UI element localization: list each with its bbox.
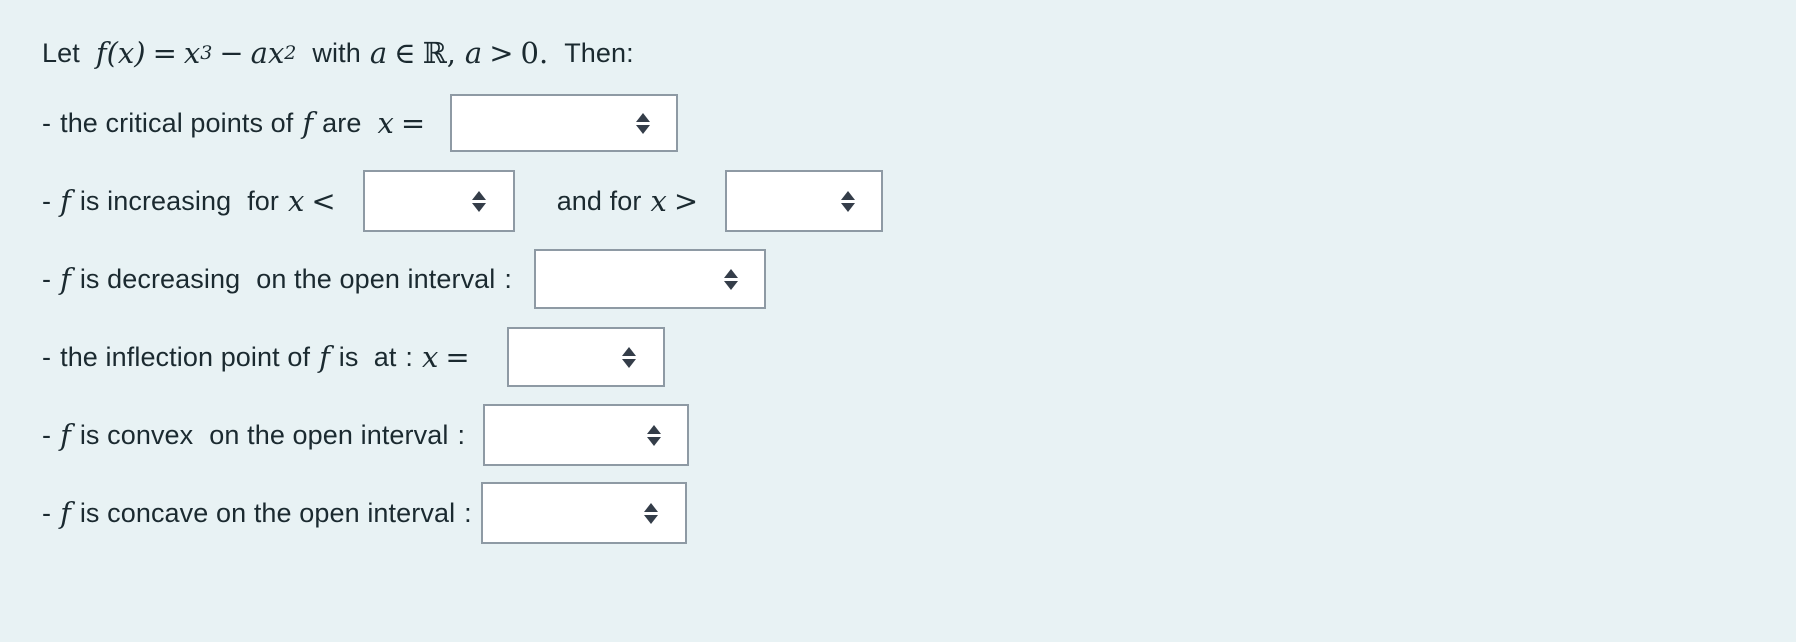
increasing-row: - f is increasing for x < and for x > <box>42 162 1796 240</box>
updown-arrows-icon[interactable] <box>472 188 487 214</box>
decreasing-interval-label: on the open interval <box>256 263 496 294</box>
inflection-point-is-at: is at <box>338 341 397 372</box>
arrow-down-icon <box>723 280 738 290</box>
updown-arrows-icon[interactable] <box>840 188 855 214</box>
bullet-dash: - <box>42 419 52 450</box>
arrow-up-icon <box>840 190 855 200</box>
inflection-point-label: the inflection point of <box>60 341 311 372</box>
statement-real-numbers: ℝ <box>422 35 447 70</box>
increasing-label: is increasing <box>79 185 232 216</box>
convex-interval-select[interactable] <box>483 404 690 466</box>
convex-colon: : <box>457 419 466 450</box>
updown-arrows-icon[interactable] <box>635 110 650 136</box>
statement-comma: , <box>446 35 456 70</box>
arrow-down-icon <box>646 436 661 446</box>
arrow-down-icon <box>644 514 659 524</box>
concave-f: f <box>60 495 71 530</box>
increasing-x-left: x <box>288 183 305 218</box>
critical-points-label: the critical points of <box>60 107 294 138</box>
increasing-and-for: and for <box>556 185 642 216</box>
arrow-up-icon <box>723 268 738 278</box>
inflection-point-x: x <box>422 339 439 374</box>
arrow-down-icon <box>622 358 637 368</box>
arrow-up-icon <box>644 502 659 512</box>
decreasing-interval-select[interactable] <box>534 249 767 309</box>
statement-function-name: f(x) <box>95 35 146 70</box>
statement-element-of: ∈ <box>394 35 416 70</box>
concave-interval-select[interactable] <box>480 482 687 544</box>
convex-f: f <box>60 417 71 452</box>
inflection-point-colon: : <box>405 341 414 372</box>
concave-colon: : <box>464 497 472 528</box>
statement-then: Then: <box>564 37 634 68</box>
decreasing-label: is decreasing <box>79 263 241 294</box>
decreasing-row: - f is decreasing on the open interval : <box>42 240 1796 318</box>
statement-let: Let <box>42 37 80 68</box>
statement-equals: = <box>152 35 177 70</box>
convex-label: is convex <box>79 419 194 450</box>
arrow-up-icon <box>622 346 637 356</box>
decreasing-f: f <box>60 261 71 296</box>
arrow-up-icon <box>646 424 661 434</box>
critical-points-select[interactable] <box>450 94 679 152</box>
arrow-up-icon <box>472 190 487 200</box>
statement-greater-than: > <box>489 35 514 70</box>
updown-arrows-icon[interactable] <box>646 422 661 448</box>
statement-x-squared-base: x <box>267 35 285 70</box>
bullet-dash: - <box>42 263 52 294</box>
increasing-greater-than: > <box>673 183 699 218</box>
updown-arrows-icon[interactable] <box>723 266 738 292</box>
critical-points-row: - the critical points of f are x = <box>42 84 1796 162</box>
inflection-point-row: - the inflection point of f is at : x = <box>42 318 1796 396</box>
inflection-point-equals: = <box>445 339 470 374</box>
statement-coefficient-a: a <box>250 35 268 70</box>
statement-zero: 0. <box>520 35 549 70</box>
statement-minus: − <box>219 35 244 70</box>
bullet-dash: - <box>42 341 52 372</box>
convex-interval-label: on the open interval <box>209 419 449 450</box>
statement-with: with <box>312 37 361 68</box>
critical-points-f: f <box>302 105 314 140</box>
inflection-point-f: f <box>319 339 330 374</box>
critical-points-x: x <box>377 105 394 140</box>
concave-row: - f is concave on the open interval : <box>42 474 1796 552</box>
updown-arrows-icon[interactable] <box>622 344 637 370</box>
increasing-upper-bound-select[interactable] <box>725 170 884 232</box>
decreasing-colon: : <box>504 263 513 294</box>
arrow-down-icon <box>635 124 650 134</box>
critical-points-are: are <box>322 107 362 138</box>
updown-arrows-icon[interactable] <box>644 500 659 526</box>
bullet-dash: - <box>42 107 52 138</box>
statement-x-cubed-base: x <box>183 35 201 70</box>
bullet-dash: - <box>42 497 52 528</box>
concave-label: is concave on the open interval <box>79 497 456 528</box>
arrow-down-icon <box>472 202 487 212</box>
bullet-dash: - <box>42 185 52 216</box>
statement-a-member: a <box>369 35 388 70</box>
increasing-f: f <box>60 183 71 218</box>
statement-a-positive: a <box>464 35 483 70</box>
increasing-x-right: x <box>650 183 667 218</box>
increasing-lower-bound-select[interactable] <box>362 170 515 232</box>
convex-row: - f is convex on the open interval : <box>42 396 1796 474</box>
arrow-down-icon <box>840 202 855 212</box>
critical-points-equals: = <box>400 105 426 140</box>
inflection-point-select[interactable] <box>506 327 665 387</box>
increasing-less-than: < <box>311 183 336 218</box>
arrow-up-icon <box>635 112 650 122</box>
increasing-for: for <box>247 185 280 216</box>
